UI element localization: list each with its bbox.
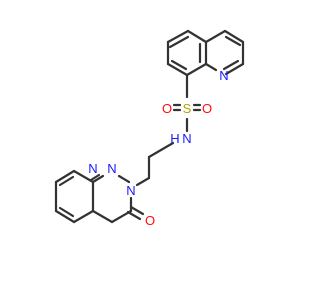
atom-label: N (182, 131, 191, 146)
atom-sulfonyl-oxygen-left: O (162, 101, 172, 116)
molecule-structure-diagram: N S O O N H N N N O (54, 29, 245, 228)
atom-triazine-nitrogen-3: N (126, 183, 135, 198)
bond (91, 209, 114, 224)
atom-carbonyl-oxygen: O (145, 213, 155, 228)
bond (170, 59, 188, 71)
bond (166, 29, 190, 44)
atom-triazine-nitrogen-1: N (88, 161, 97, 176)
bond (222, 59, 240, 71)
bond (58, 206, 75, 218)
atom-sulfur: S (183, 101, 192, 116)
bond (135, 176, 151, 187)
bond (129, 205, 145, 216)
atom-label: N (126, 183, 135, 198)
atom-label: N (88, 161, 97, 176)
atom-quinoline-nitrogen: N (219, 68, 228, 83)
bond (54, 209, 76, 224)
atom-label: O (145, 213, 155, 228)
atom-label: H (170, 131, 179, 146)
bond (224, 62, 245, 76)
bond (117, 174, 131, 184)
atom-label: N (107, 161, 116, 176)
bond (204, 62, 218, 72)
bond (89, 173, 101, 182)
bond (126, 210, 142, 221)
bond (185, 62, 208, 77)
bond (147, 141, 175, 159)
bond (224, 35, 242, 47)
atom-label: N (219, 68, 228, 83)
atom-triazine-nitrogen-2: N (107, 161, 116, 176)
bond (54, 169, 76, 184)
atom-sulfonyl-oxygen-right: O (202, 101, 212, 116)
bond-lines (54, 29, 245, 224)
bond (223, 29, 245, 44)
bond (58, 175, 75, 187)
bond (166, 62, 189, 77)
bond (91, 174, 105, 184)
atom-label: S (183, 101, 192, 116)
atom-sulfonamide-nitrogen: N H (170, 131, 191, 146)
bond (204, 29, 227, 44)
bond (168, 35, 190, 49)
atom-label: O (162, 101, 172, 116)
atom-labels: N S O O N H N N N O (88, 68, 228, 228)
bond (186, 29, 208, 44)
atom-label: O (202, 101, 212, 116)
bond (72, 169, 95, 184)
bond (72, 209, 95, 224)
